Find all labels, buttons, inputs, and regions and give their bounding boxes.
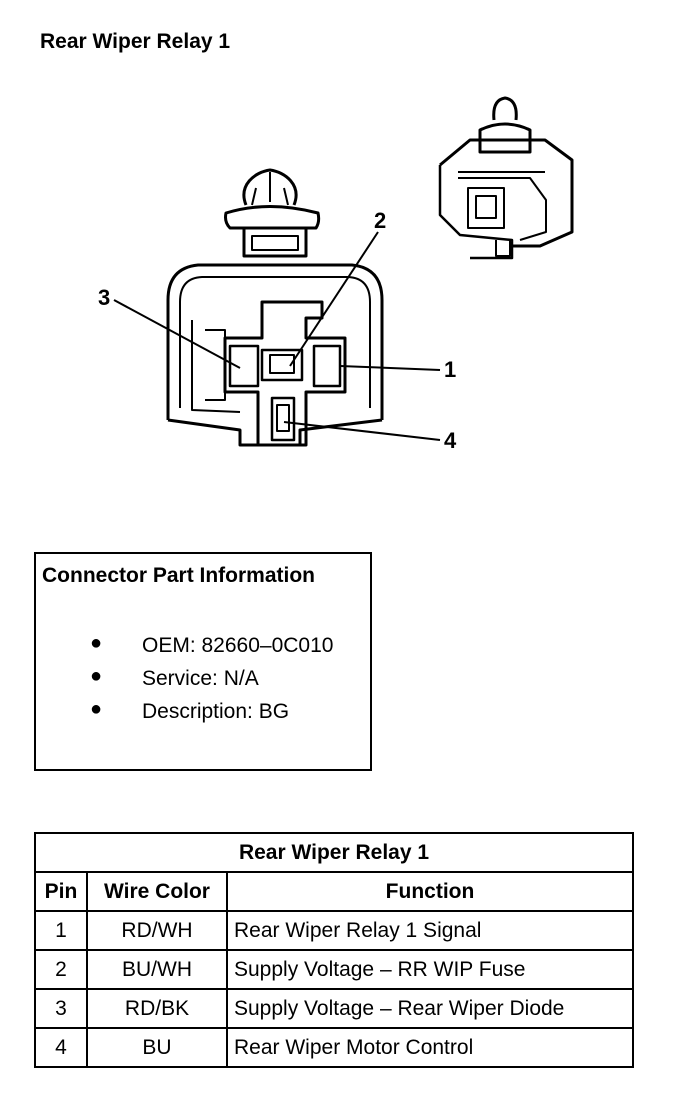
function-cell: Rear Wiper Motor Control [226,1027,634,1068]
pin-callout-3: 3 [98,285,111,310]
page-title: Rear Wiper Relay 1 [40,30,231,53]
bullet-icon: ● [90,698,103,720]
table-row: 2 BU/WH Supply Voltage – RR WIP Fuse [34,949,634,990]
connector-info-heading: Connector Part Information [42,564,316,587]
bullet-icon: ● [90,665,103,687]
table-row: 1 RD/WH Rear Wiper Relay 1 Signal [34,910,634,951]
connector-face-view [166,168,384,447]
pin-callout-4: 4 [444,428,457,453]
pin-cell: 1 [34,910,88,951]
connector-diagram [113,96,574,447]
pin-cell: 2 [34,949,88,990]
table-row: 4 BU Rear Wiper Motor Control [34,1027,634,1068]
callout-leaders [113,231,441,441]
connector-3d-view [438,96,574,260]
pin-callout-2: 2 [374,208,387,233]
pin-cell: 3 [34,988,88,1029]
function-cell: Supply Voltage – Rear Wiper Diode [226,988,634,1029]
table-row: 3 RD/BK Supply Voltage – Rear Wiper Diod… [34,988,634,1029]
pin-table: Rear Wiper Relay 1 Pin Wire Color Functi… [34,832,634,1068]
pin-cell: 4 [34,1027,88,1068]
pin-callout-1: 1 [444,357,457,382]
column-header-pin: Pin [34,871,88,912]
column-header-wire-color: Wire Color [86,871,228,912]
function-cell: Supply Voltage – RR WIP Fuse [226,949,634,990]
wire-color-cell: BU [86,1027,228,1068]
function-cell: Rear Wiper Relay 1 Signal [226,910,634,951]
pin-table-caption: Rear Wiper Relay 1 [34,832,634,873]
wire-color-cell: RD/WH [86,910,228,951]
bullet-icon: ● [90,632,103,654]
connector-part-info-box: Connector Part Information ●OEM: 82660–0… [34,552,372,771]
wire-color-cell: BU/WH [86,949,228,990]
wire-color-cell: RD/BK [86,988,228,1029]
column-header-function: Function [226,871,634,912]
